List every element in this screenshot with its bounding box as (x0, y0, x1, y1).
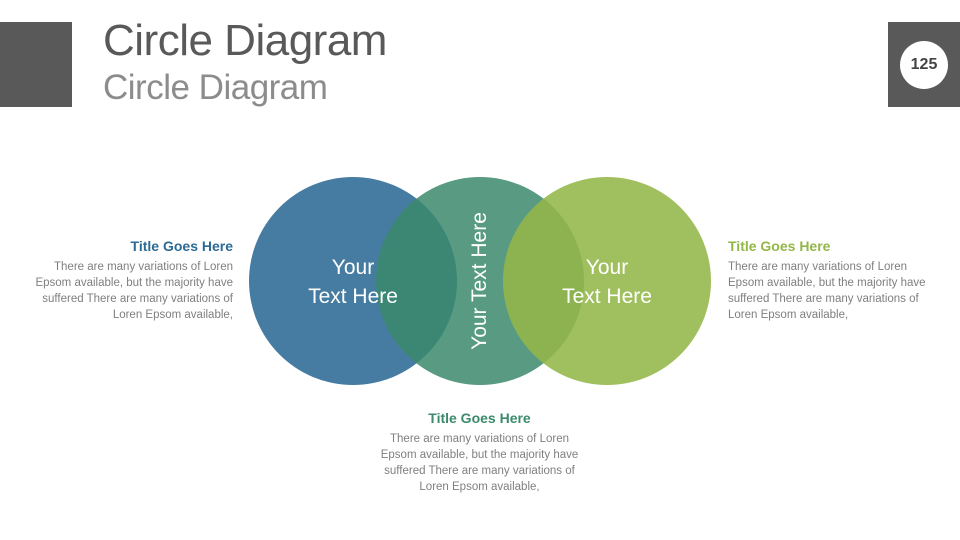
circle-right-line1: Your (585, 256, 629, 279)
circle-right (503, 177, 711, 385)
circle-middle-text: Your Text Here (468, 212, 491, 350)
blurb-left-body: There are many variations of Loren Epsom… (35, 261, 233, 321)
blurb-bottom: Title Goes Here There are many variation… (377, 410, 582, 495)
blurb-right-body: There are many variations of Loren Epsom… (728, 261, 926, 321)
blurb-right-title: Title Goes Here (728, 238, 831, 254)
header-accent-block (0, 22, 72, 107)
circle-left-line2: Text Here (308, 285, 398, 308)
page-number: 125 (900, 41, 948, 89)
circle-left-line1: Your (331, 256, 375, 279)
blurb-bottom-title: Title Goes Here (428, 410, 531, 426)
blurb-left: Title Goes Here There are many variation… (28, 238, 233, 323)
blurb-right: Title Goes Here There are many variation… (728, 238, 933, 323)
blurb-bottom-body: There are many variations of Loren Epsom… (380, 433, 579, 493)
circle-right-line2: Text Here (562, 285, 652, 308)
circle-left-text: Your Text Here (273, 253, 433, 311)
page-subtitle: Circle Diagram (103, 68, 328, 107)
circle-right-text: Your Text Here (527, 253, 687, 311)
blurb-left-title: Title Goes Here (130, 238, 233, 254)
page-title: Circle Diagram (103, 16, 387, 65)
